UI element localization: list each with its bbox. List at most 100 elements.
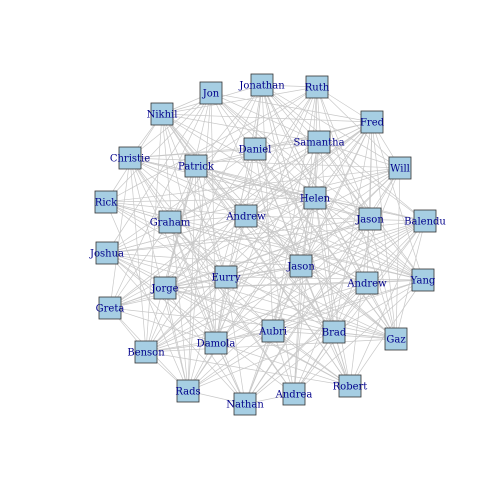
graph-edge (169, 221, 368, 284)
graph-edge (245, 86, 318, 217)
graph-edge (261, 84, 274, 332)
graph-edge (129, 141, 320, 159)
graph-edge (105, 201, 397, 340)
graph-edge (187, 218, 371, 392)
node-box (305, 75, 329, 99)
graph-edge (318, 141, 426, 222)
graph-edge (293, 265, 302, 395)
node-box (233, 392, 257, 416)
graph-edge (161, 113, 302, 267)
node-box (261, 319, 285, 343)
graph-edge (316, 86, 401, 169)
graph-edge (129, 157, 189, 392)
graph-edge (215, 220, 426, 344)
graph-node: Balendu (404, 209, 446, 233)
node-box (95, 241, 119, 265)
node-box (184, 154, 208, 178)
graph-node: Damola (197, 331, 236, 355)
graph-node: Fred (360, 110, 385, 134)
node-box (158, 210, 182, 234)
graph-edge (105, 197, 316, 203)
graph-edge (161, 86, 318, 115)
node-box (413, 209, 437, 233)
graph-edge (225, 276, 246, 405)
node-box (94, 190, 118, 214)
graph-edge (195, 165, 351, 387)
node-label: Andrew (346, 279, 387, 290)
graph-node: Gaz (384, 327, 408, 351)
graph-edge (254, 148, 397, 340)
graph-edge (109, 157, 131, 309)
node-label: Jorge (150, 284, 178, 295)
graph-edge (145, 220, 426, 353)
node-box (234, 204, 258, 228)
node-label: Brad (322, 328, 347, 339)
graph-node: Daniel (239, 137, 272, 161)
node-label: Benson (127, 348, 165, 359)
graph-node: Nikhil (147, 102, 177, 126)
node-box (411, 268, 435, 292)
graph-edge (145, 84, 263, 353)
graph-edge (105, 201, 247, 217)
graph-edge (109, 218, 371, 309)
graph-edge (210, 92, 424, 281)
graph-edge (161, 113, 424, 281)
graph-edge (129, 157, 371, 220)
graph-edge (195, 165, 227, 278)
node-label: Andrew (225, 212, 266, 223)
graph-edge (371, 121, 397, 340)
graph-node: Andrew (346, 271, 387, 295)
graph-edge (210, 92, 320, 143)
node-label: Robert (333, 382, 368, 393)
graph-node: Christie (110, 146, 150, 170)
graph-edge (316, 86, 371, 220)
graph-edge (109, 141, 320, 309)
graph-edge (195, 165, 397, 340)
graph-edge (225, 276, 424, 281)
graph-edge (106, 252, 227, 278)
node-box (214, 265, 238, 289)
graph-edge (300, 220, 426, 267)
node-box (322, 320, 346, 344)
graph-edge (129, 157, 335, 333)
graph-node: Yang (410, 268, 436, 292)
graph-edge (210, 92, 371, 220)
graph-edge (244, 197, 316, 405)
node-label: Rads (175, 387, 200, 398)
graph-edge (187, 331, 335, 392)
graph-edge (105, 92, 212, 203)
node-label: Christie (110, 154, 150, 165)
graph-edge (300, 167, 401, 267)
node-box (338, 374, 362, 398)
node-box (243, 137, 267, 161)
graph-edge (333, 167, 401, 333)
graph-edge (169, 141, 320, 223)
graph-node: Will (388, 156, 412, 180)
graph-node: Rick (94, 190, 118, 214)
graph-node: Greta (96, 296, 124, 320)
graph-node: Eurry (212, 265, 241, 289)
graph-edge (129, 157, 295, 395)
graph-edge (369, 218, 397, 340)
graph-edge (316, 86, 335, 333)
graph-node: Rads (175, 379, 201, 403)
node-label: Damola (197, 339, 236, 350)
node-label: Fred (360, 118, 385, 129)
graph-edge (245, 141, 320, 217)
graph-edge (293, 218, 371, 395)
node-label: Jon (202, 89, 220, 100)
node-label: Aubri (258, 327, 287, 338)
node-label: Daniel (239, 145, 272, 156)
graph-edge (293, 220, 426, 395)
graph-edge (210, 92, 373, 123)
node-box (204, 331, 228, 355)
node-box (153, 276, 177, 300)
graph-node: Jason (355, 207, 384, 231)
graph-edge (161, 113, 217, 344)
graph-edge (105, 86, 318, 203)
graph-edge (109, 197, 316, 309)
graph-edge (164, 215, 247, 289)
node-label: Joshua (89, 249, 124, 260)
graph-edge (169, 215, 247, 223)
graph-node: Graham (150, 210, 191, 234)
